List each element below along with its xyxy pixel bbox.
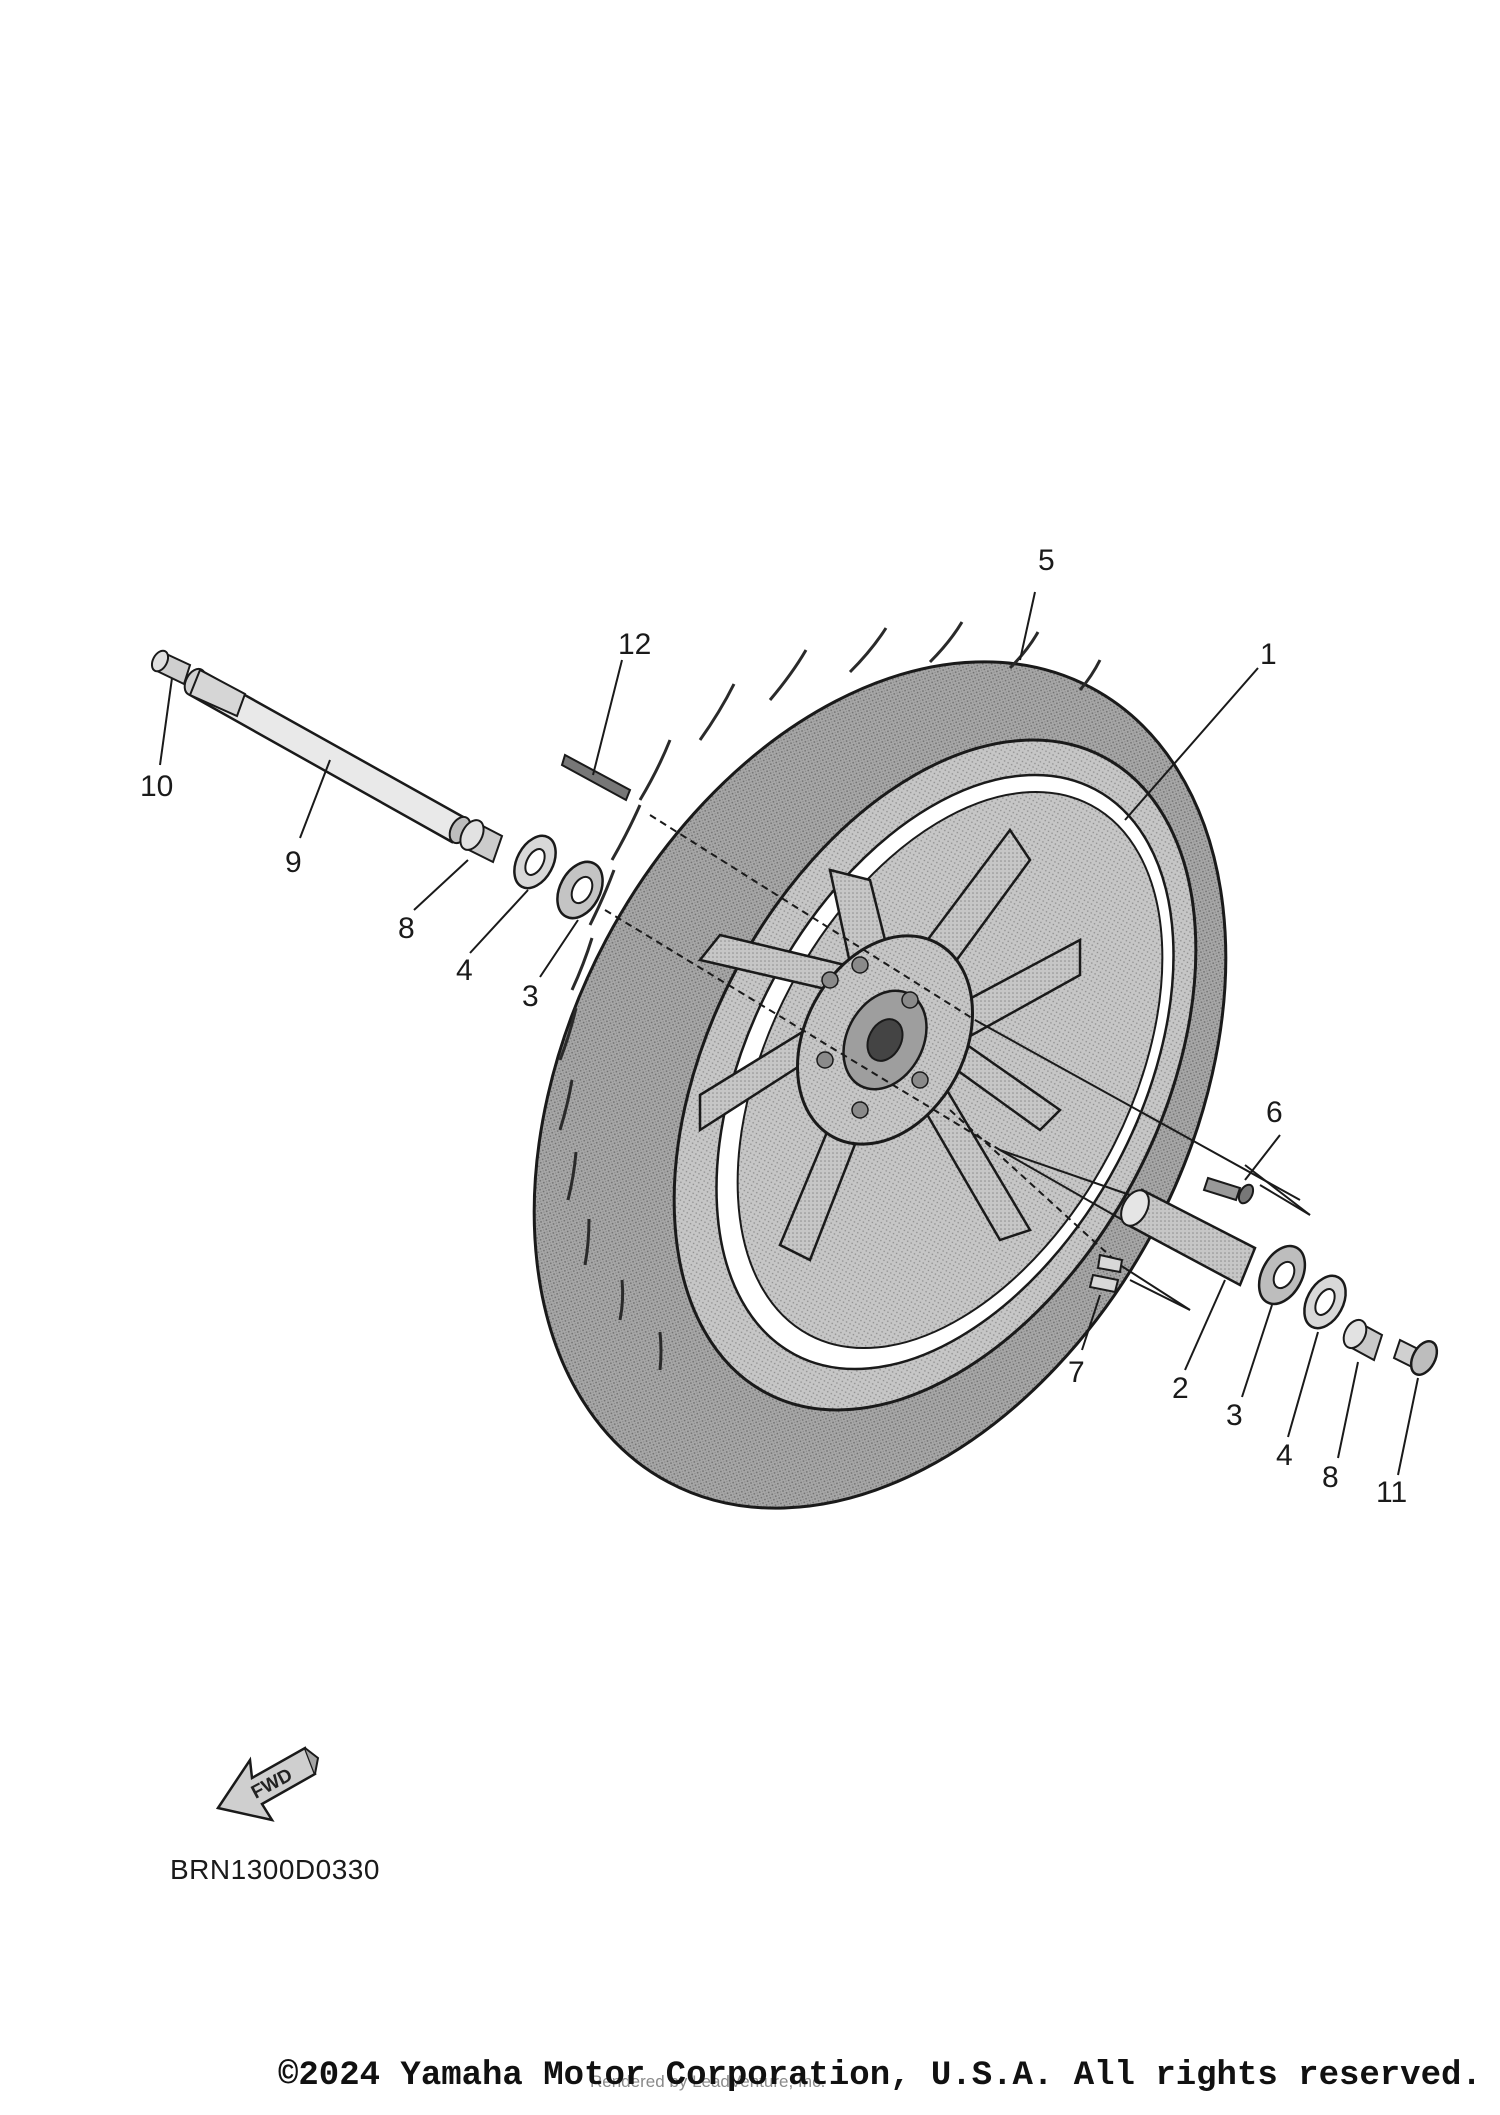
axle-cap [150, 649, 192, 686]
assembly-lines [604, 814, 1121, 1266]
callout-10: 10 [140, 770, 173, 803]
spacer [1120, 1188, 1257, 1287]
callout-1: 1 [1260, 638, 1277, 671]
fwd-arrow-icon: FWD [215, 1746, 320, 1822]
collar-left [459, 819, 504, 864]
callout-3: 3 [522, 980, 539, 1013]
watermark-text: Rendered by LeadVenture, Inc. [590, 2072, 826, 2091]
callouts: 1 2 3 3 4 4 5 6 7 8 8 9 10 11 12 [140, 544, 1407, 1509]
collar-right [1342, 1318, 1384, 1362]
oil-seal-right [1303, 1274, 1347, 1330]
tire-valve [1202, 1176, 1255, 1205]
callout-12: 12 [618, 628, 651, 661]
bearing-right [1257, 1244, 1307, 1306]
callout-8: 8 [398, 912, 415, 945]
callout-2: 2 [1172, 1372, 1189, 1405]
leader-lines [159, 591, 1419, 1476]
callout-11: 11 [1376, 1476, 1407, 1509]
callout-4: 4 [456, 954, 473, 987]
callout-7: 7 [1068, 1356, 1085, 1389]
callout-5: 5 [1038, 544, 1055, 577]
axle-bolt [1392, 1338, 1439, 1376]
wheel-rim [672, 738, 1198, 1412]
balance-weight-top [560, 753, 632, 802]
callout-8: 8 [1322, 1461, 1339, 1494]
callout-9: 9 [285, 846, 302, 879]
diagram-code: BRN1300D0330 [170, 1854, 380, 1885]
balance-weight-rim [1088, 1253, 1124, 1294]
callout-6: 6 [1266, 1096, 1283, 1129]
copyright-notice: ©2024 Yamaha Motor Corporation, U.S.A. A… [278, 2057, 1482, 2095]
bearing-left [556, 860, 604, 920]
callout-4: 4 [1276, 1439, 1293, 1472]
axle [183, 667, 472, 845]
oil-seal-left [513, 834, 557, 890]
callout-3: 3 [1226, 1399, 1243, 1432]
